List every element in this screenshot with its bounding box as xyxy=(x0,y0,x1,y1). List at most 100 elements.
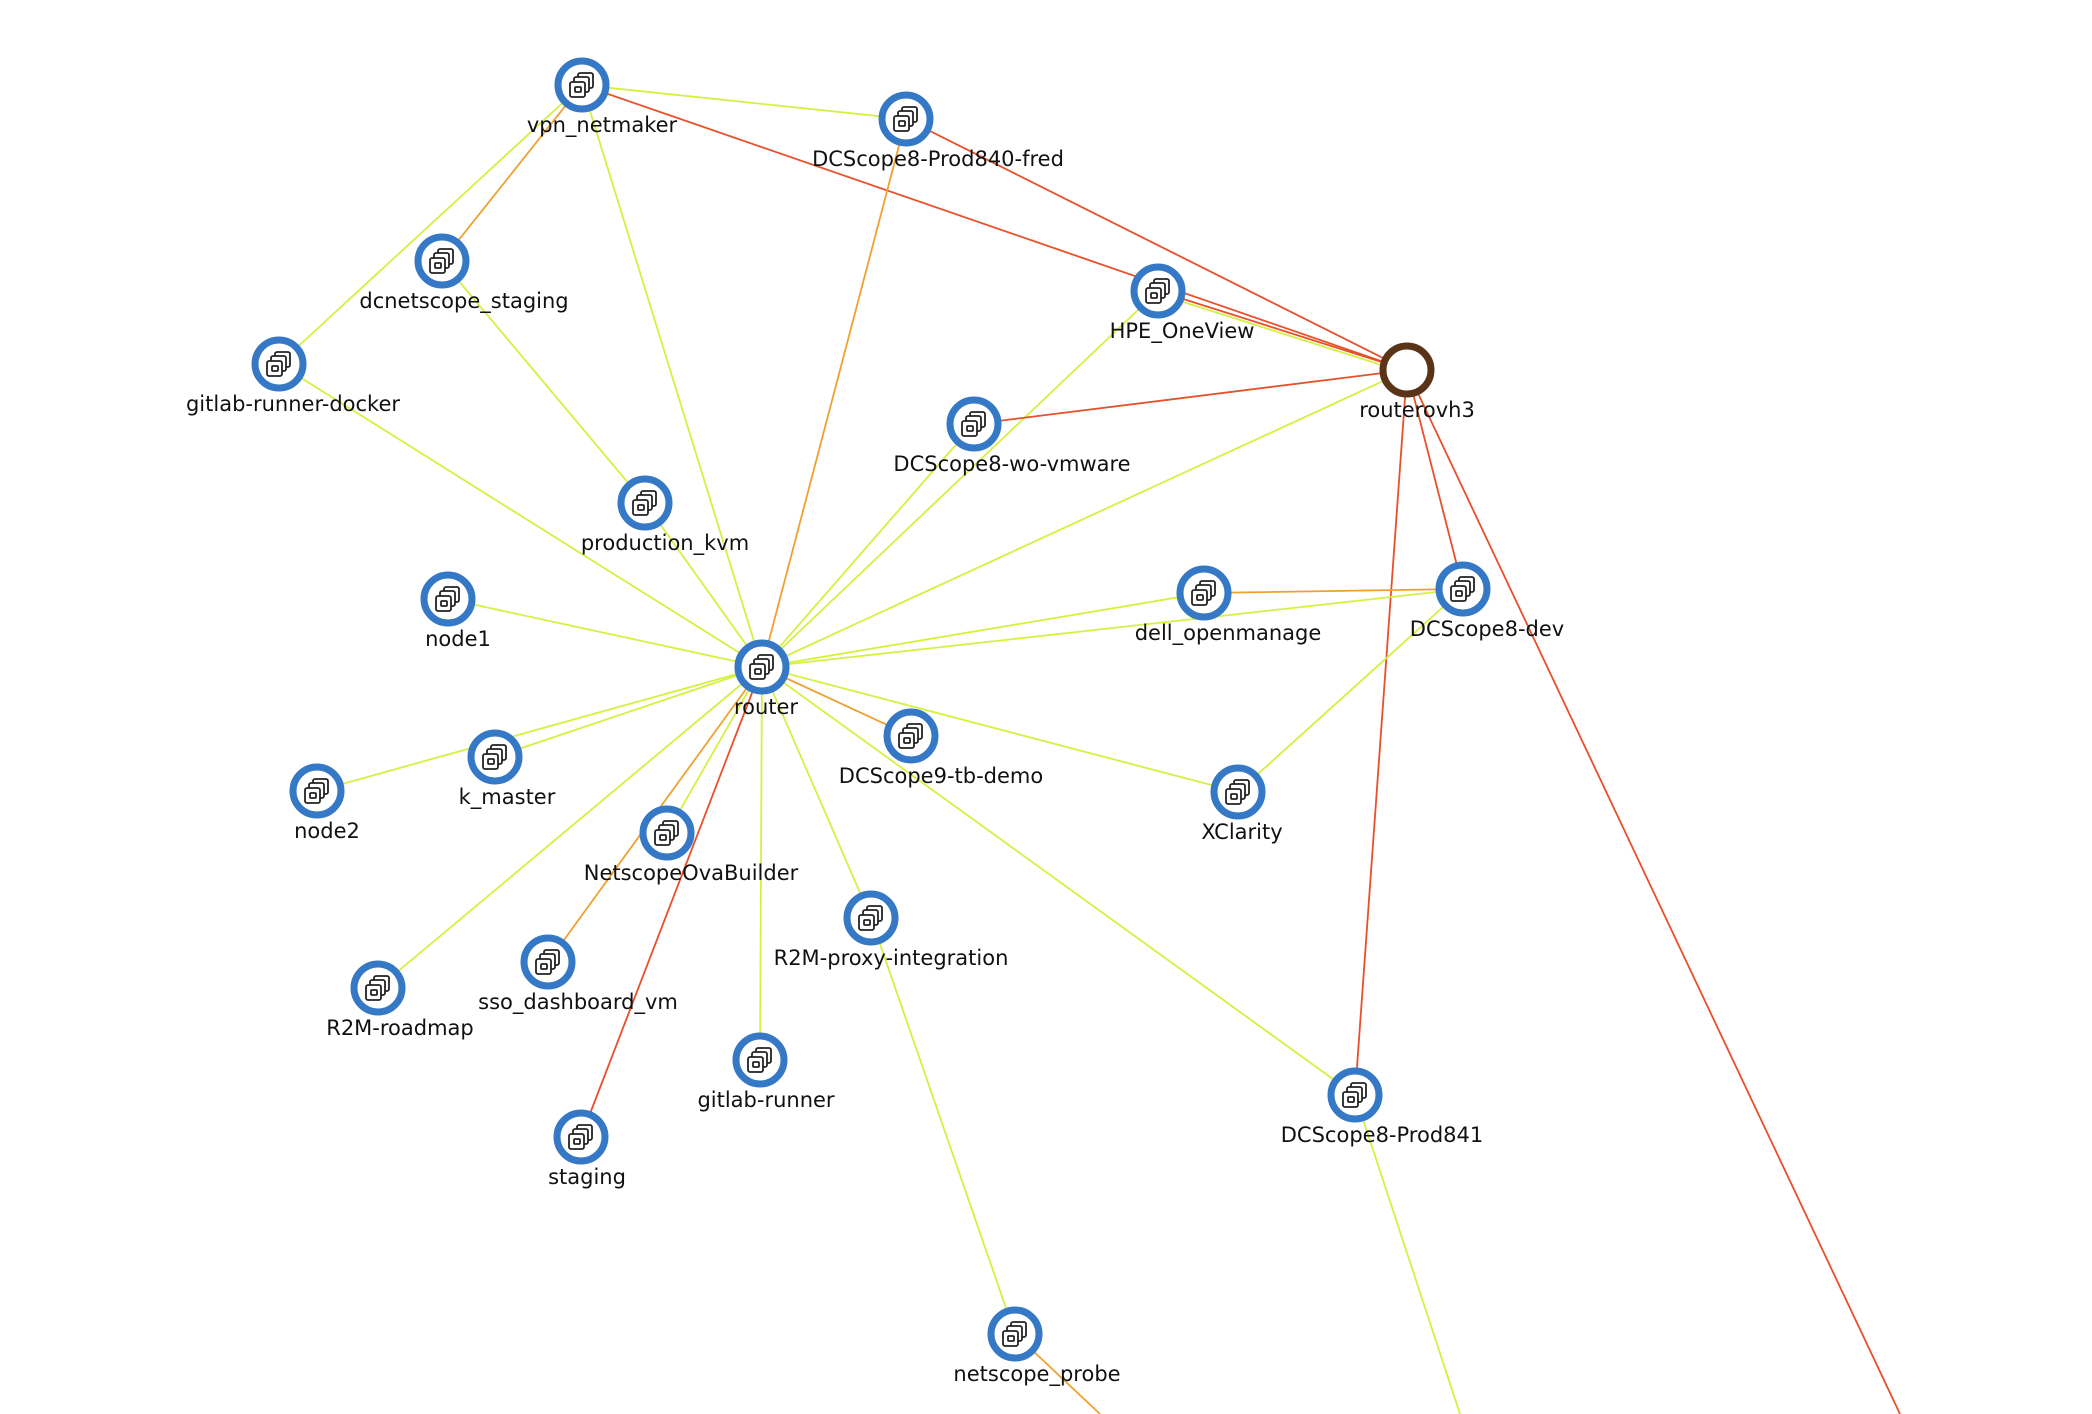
link-routerovh3-router[interactable] xyxy=(761,369,1408,668)
link-node1-router[interactable] xyxy=(447,598,763,668)
node-netscope_probe[interactable]: netscope_probe xyxy=(953,1306,1121,1387)
link-routerovh3-dcscope8_prod841[interactable] xyxy=(1354,369,1408,1096)
link-vpn_netmaker-dcnetscope_staging[interactable] xyxy=(441,84,583,262)
node-gitlab_runner_docker[interactable]: gitlab-runner-docker xyxy=(186,336,400,416)
vm-copy-icon xyxy=(266,351,291,377)
link-vpn_netmaker-dcscope8_prod840_fred[interactable] xyxy=(581,84,907,120)
link-hpe_oneview-router[interactable] xyxy=(761,290,1159,668)
link-r2m_proxy_integration-netscope_probe[interactable] xyxy=(870,917,1016,1335)
node-label: netscope_probe xyxy=(953,1362,1120,1387)
link-router-xclarity[interactable] xyxy=(761,666,1239,793)
node-hpe_oneview[interactable]: HPE_OneView xyxy=(1110,263,1255,344)
link-gitlab_runner_docker-router[interactable] xyxy=(278,363,763,668)
node-label: DCScope8-Prod840-fred xyxy=(812,147,1064,171)
node-vpn_netmaker[interactable]: vpn_netmaker xyxy=(527,57,678,138)
link-production_kvm-router[interactable] xyxy=(644,502,763,668)
node-router[interactable]: router xyxy=(734,639,798,719)
link-dell_openmanage-router[interactable] xyxy=(761,592,1205,668)
vm-copy-icon xyxy=(435,586,460,612)
vm-copy-icon xyxy=(569,72,594,98)
vm-copy-icon xyxy=(749,654,774,680)
node-label: gitlab-runner xyxy=(697,1088,834,1112)
vm-copy-icon xyxy=(1225,779,1250,805)
link-router-gitlab_runner[interactable] xyxy=(759,666,763,1061)
node-netscope_ova_builder[interactable]: NetscopeOvaBuilder xyxy=(584,805,799,885)
node-dcscope8_dev[interactable]: DCScope8-dev xyxy=(1410,561,1564,641)
link-dcscope8_dev-router[interactable] xyxy=(761,588,1464,668)
node-label: node2 xyxy=(294,819,360,843)
vm-copy-icon xyxy=(858,905,883,931)
node-r2m_roadmap[interactable]: R2M-roadmap xyxy=(326,960,474,1040)
vm-copy-icon xyxy=(535,949,560,975)
node-r2m_proxy_integration[interactable]: R2M-proxy-integration xyxy=(774,890,1009,970)
link-hpe_oneview-routerovh3[interactable] xyxy=(1157,290,1408,371)
node-label: R2M-roadmap xyxy=(326,1016,474,1040)
link-dcscope8_prod840_fred-router[interactable] xyxy=(761,118,907,668)
link-routerovh3-offscreen_bottom_right[interactable] xyxy=(1406,369,1901,1414)
vm-copy-icon xyxy=(1002,1321,1027,1347)
link-router-staging[interactable] xyxy=(580,666,763,1138)
node-label: router xyxy=(734,695,798,719)
node-node1[interactable]: node1 xyxy=(420,571,491,651)
node-label: sso_dashboard_vm xyxy=(478,990,678,1015)
link-dcnetscope_staging-production_kvm[interactable] xyxy=(441,260,646,504)
node-node2[interactable]: node2 xyxy=(289,763,360,843)
router-ring-icon xyxy=(1379,342,1435,398)
vm-copy-icon xyxy=(568,1124,593,1150)
link-routerovh3-dcscope8_dev[interactable] xyxy=(1406,369,1464,590)
node-dcscope8_prod840_fred[interactable]: DCScope8-Prod840-fred xyxy=(812,91,1064,171)
link-vpn_netmaker-routerovh3[interactable] xyxy=(581,84,1408,371)
node-xclarity[interactable]: XClarity xyxy=(1201,764,1283,844)
node-dcscope9_tb_demo[interactable]: DCScope9-tb-demo xyxy=(839,708,1043,788)
vm-copy-icon xyxy=(747,1047,772,1073)
link-dcscope8_prod840_fred-routerovh3[interactable] xyxy=(905,118,1408,371)
node-production_kvm[interactable]: production_kvm xyxy=(581,475,749,556)
node-staging[interactable]: staging xyxy=(548,1109,626,1189)
vm-copy-icon xyxy=(365,975,390,1001)
node-label: k_master xyxy=(459,785,556,810)
link-router-k_master[interactable] xyxy=(494,666,763,758)
node-label: DCScope9-tb-demo xyxy=(839,764,1043,788)
node-label: DCScope8-dev xyxy=(1410,617,1564,641)
vm-copy-icon xyxy=(482,744,507,770)
vm-copy-icon xyxy=(961,411,986,437)
node-dcnetscope_staging[interactable]: dcnetscope_staging xyxy=(359,233,569,314)
node-label: dcnetscope_staging xyxy=(359,289,568,314)
node-routerovh3[interactable]: routerovh3 xyxy=(1359,342,1475,422)
link-dell_openmanage-dcscope8_dev[interactable] xyxy=(1203,588,1464,594)
node-sso_dashboard_vm[interactable]: sso_dashboard_vm xyxy=(478,934,678,1015)
link-dcscope8_wo_vmware-routerovh3[interactable] xyxy=(973,369,1408,425)
node-dcscope8_wo_vmware[interactable]: DCScope8-wo-vmware xyxy=(893,396,1131,476)
link-dcscope8_wo_vmware-router[interactable] xyxy=(761,423,975,668)
vm-copy-icon xyxy=(898,723,923,749)
vm-copy-icon xyxy=(893,106,918,132)
node-dcscope8_prod841[interactable]: DCScope8-Prod841 xyxy=(1281,1067,1483,1147)
node-dell_openmanage[interactable]: dell_openmanage xyxy=(1135,565,1322,646)
link-router-netscope_ova_builder[interactable] xyxy=(666,666,763,834)
node-label: XClarity xyxy=(1201,820,1282,844)
link-vpn_netmaker-router[interactable] xyxy=(581,84,763,668)
link-hpe_oneview-routerovh3[interactable] xyxy=(1157,293,1408,374)
vm-copy-icon xyxy=(1450,576,1475,602)
node-label: node1 xyxy=(425,627,491,651)
link-router-dcscope8_prod841[interactable] xyxy=(761,666,1356,1096)
node-label: vpn_netmaker xyxy=(527,113,678,138)
node-k_master[interactable]: k_master xyxy=(459,729,556,810)
node-label: staging xyxy=(548,1165,626,1189)
link-router-r2m_proxy_integration[interactable] xyxy=(761,666,872,919)
link-router-r2m_roadmap[interactable] xyxy=(377,666,763,989)
node-label: production_kvm xyxy=(581,531,749,556)
vm-copy-icon xyxy=(429,248,454,274)
vm-copy-icon xyxy=(1191,580,1216,606)
link-router-node2[interactable] xyxy=(316,666,763,792)
node-label: gitlab-runner-docker xyxy=(186,392,400,416)
link-dcscope8_prod841-offscreen_bottom[interactable] xyxy=(1354,1094,1461,1414)
node-gitlab_runner[interactable]: gitlab-runner xyxy=(697,1032,835,1112)
node-label: R2M-proxy-integration xyxy=(774,946,1009,970)
link-dcscope8_dev-xclarity[interactable] xyxy=(1237,588,1464,793)
link-vpn_netmaker-gitlab_runner_docker[interactable] xyxy=(278,84,583,365)
node-label: routerovh3 xyxy=(1359,398,1475,422)
node-label: DCScope8-Prod841 xyxy=(1281,1123,1483,1147)
